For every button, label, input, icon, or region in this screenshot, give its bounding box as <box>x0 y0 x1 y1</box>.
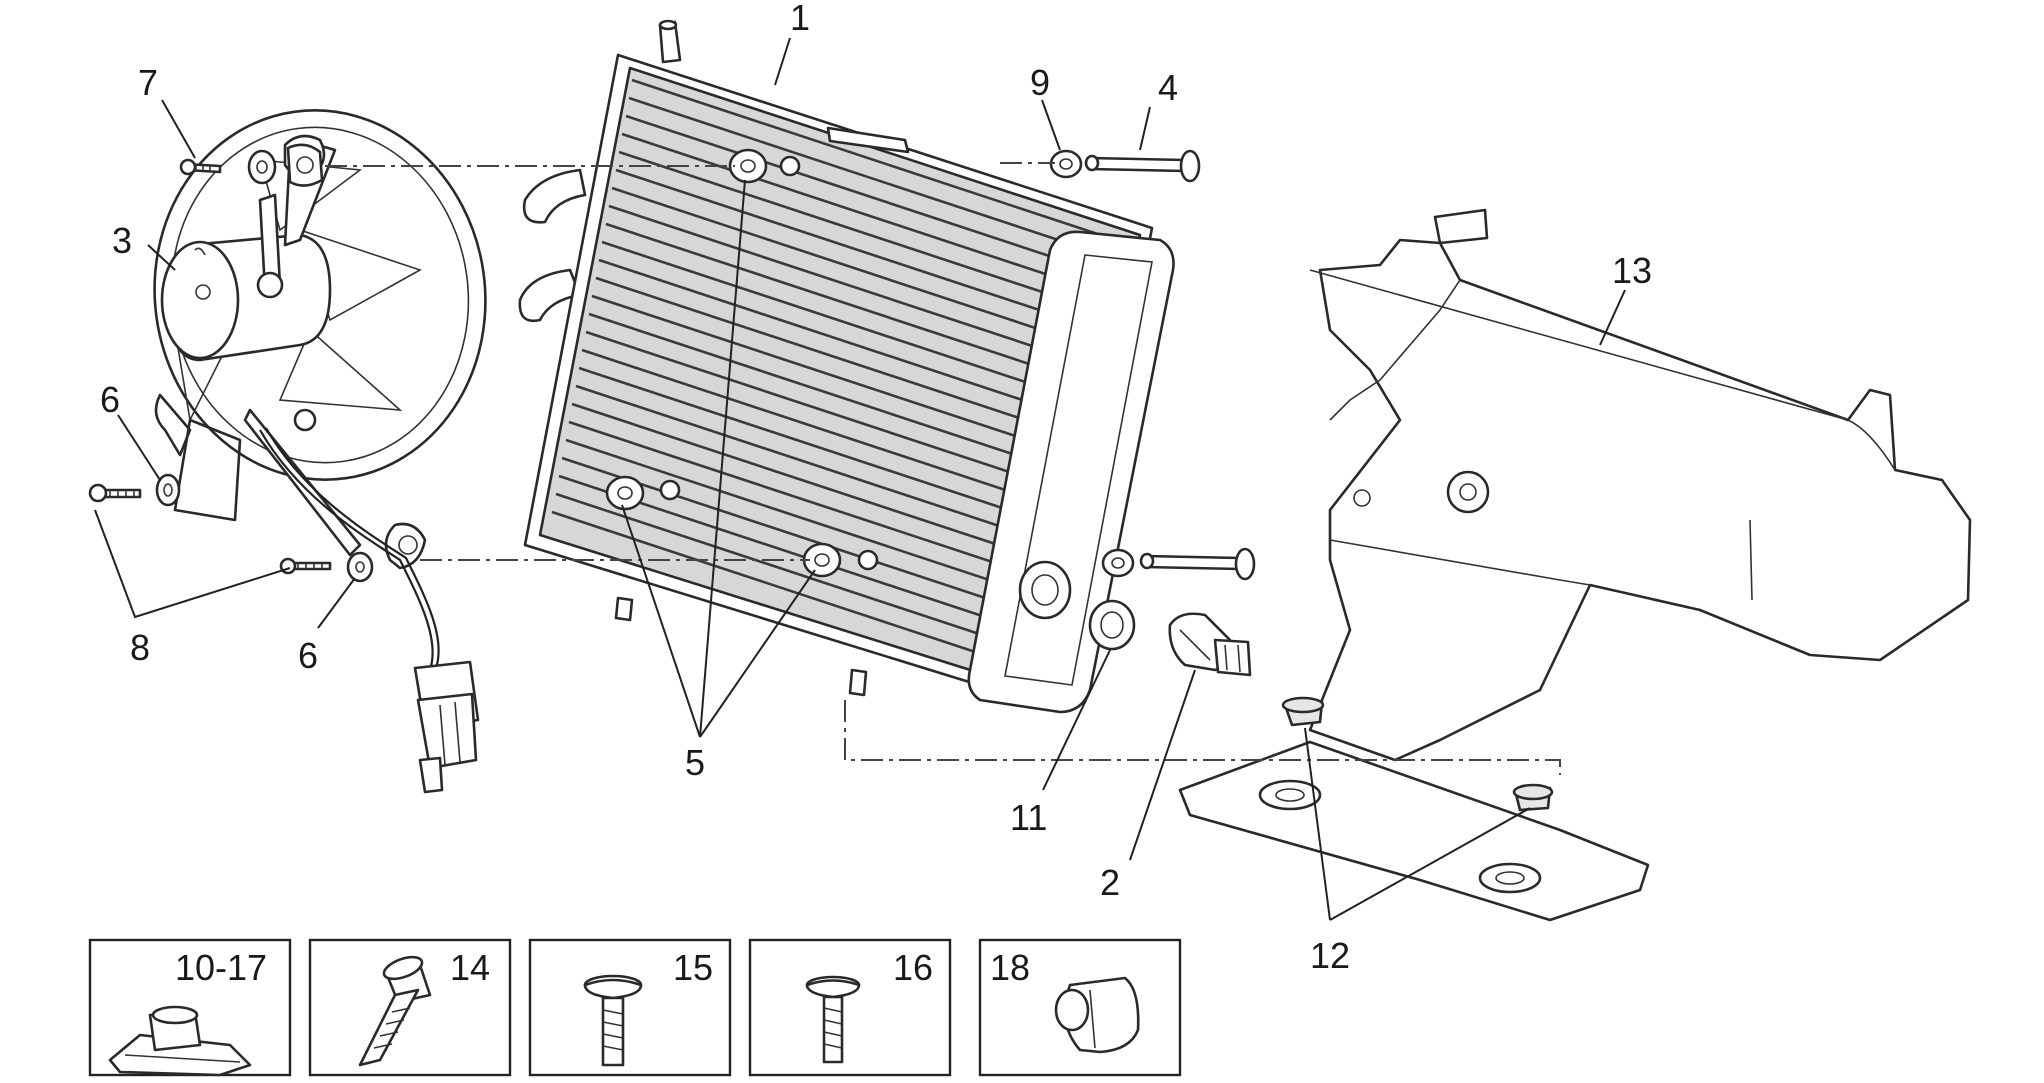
rubber-cap-icon <box>1054 976 1140 1054</box>
leader-lines <box>94 37 1626 921</box>
detail-label-15: 15 <box>673 947 713 988</box>
callout-1: 1 <box>790 0 810 38</box>
callout-5: 5 <box>685 742 705 783</box>
callout-12: 12 <box>1310 935 1350 976</box>
detail-box-15: 15 <box>528 938 732 1077</box>
detail-box-18: 18 <box>978 938 1182 1077</box>
cooling-fan <box>153 109 487 794</box>
detail-label-14: 14 <box>450 947 490 988</box>
speed-nut-icon <box>108 1005 252 1077</box>
callout-4: 4 <box>1158 67 1178 108</box>
detail-box-16: 16 <box>748 938 952 1077</box>
speed-nuts <box>1281 696 1554 812</box>
callout-13: 13 <box>1612 250 1652 291</box>
detail-label-10-17: 10-17 <box>175 947 267 988</box>
detail-box-14: 14 <box>308 938 512 1077</box>
button-head-screw-icon <box>583 974 643 1067</box>
callout-2: 2 <box>1100 862 1120 903</box>
callout-11: 11 <box>1010 797 1047 838</box>
flange-bolt-icon <box>358 955 432 1067</box>
thermal-switch <box>1168 612 1252 677</box>
detail-label-18: 18 <box>990 947 1030 988</box>
radiator-fins <box>551 78 1135 680</box>
rubber-grommets <box>605 148 879 578</box>
callout-3: 3 <box>112 220 132 261</box>
detail-box-10-17: 10-17 <box>88 938 292 1077</box>
callout-6b: 6 <box>298 635 318 676</box>
alignment-lines <box>325 162 1561 775</box>
lower-bolt-set <box>1101 547 1256 581</box>
detail-label-16: 16 <box>893 947 933 988</box>
callout-numbers: 1 9 4 7 3 6 8 6 5 11 2 12 13 <box>100 0 1652 976</box>
callout-7: 7 <box>138 62 158 103</box>
callout-8: 8 <box>130 627 150 668</box>
button-head-screw-icon <box>805 975 861 1064</box>
callout-6a: 6 <box>100 379 120 420</box>
upper-bolt-set <box>1049 149 1201 183</box>
sealing-washer <box>1088 599 1136 651</box>
radiator <box>518 19 1175 714</box>
callout-9: 9 <box>1030 62 1050 103</box>
fan-screws <box>88 143 374 583</box>
air-deflector <box>1178 208 1972 922</box>
